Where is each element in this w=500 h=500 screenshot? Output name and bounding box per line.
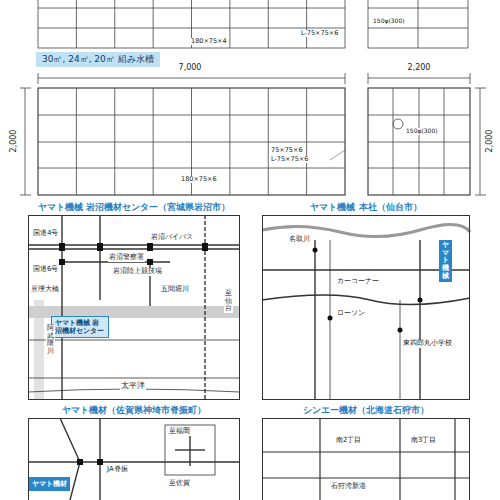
map-label: 至福岡 bbox=[168, 428, 191, 436]
map-label: 国道6号 bbox=[32, 266, 59, 274]
dimension-label: 2,000 bbox=[10, 129, 19, 154]
dimension-label: 2,000 bbox=[486, 129, 495, 154]
title-band: 30㎥, 24㎥, 20㎥ 組み水槽 bbox=[36, 52, 160, 67]
dimension-label: 180×75×4 bbox=[190, 38, 228, 45]
dimension-label: 150φ(300) bbox=[372, 18, 406, 25]
dimension-label: 2,200 bbox=[407, 64, 432, 73]
map-label: 名取川 bbox=[288, 236, 311, 244]
map-label: 太平洋 bbox=[120, 382, 146, 391]
map-label: 五間堀川 bbox=[160, 286, 190, 294]
map-label: 岩沼バイパス bbox=[150, 234, 194, 242]
map-label: 南2丁目 bbox=[335, 437, 362, 445]
map-label: 岩沼陸上競技場 bbox=[112, 268, 163, 276]
site-marker: ヤマト機械 bbox=[439, 240, 452, 282]
map-frame: ヤマト機械 岩沼機材センター（宮城県岩沼市）ヤマト機械 岩沼機材センター bbox=[28, 215, 240, 400]
dimension-label: 180×75×6 bbox=[180, 176, 218, 183]
dimension-label: 7,000 bbox=[178, 64, 203, 73]
map-title: シンエー機材（北海道石狩市） bbox=[303, 404, 429, 419]
site-marker: ヤマト機材 bbox=[29, 477, 70, 491]
dimension-label: L-75×75×6 bbox=[300, 30, 339, 37]
map-title: ヤマト機材（佐賀県神埼市脊振町） bbox=[62, 404, 206, 419]
node-text: ヤマト機械 岩沼機材センター bbox=[55, 319, 104, 335]
node-text: 30㎥, 24㎥, 20㎥ 組み水槽 bbox=[42, 54, 154, 64]
map-label: 国道4号 bbox=[32, 230, 59, 238]
map-label: JA脊振 bbox=[106, 466, 129, 474]
node-text: ヤマト機材 bbox=[32, 480, 67, 488]
map-title: ヤマト機械 岩沼機材センター（宮城県岩沼市） bbox=[38, 201, 230, 216]
site-marker: ヤマト機械 岩沼機材センター bbox=[51, 316, 109, 338]
map-label: ローソン bbox=[336, 310, 366, 318]
map-label: 岩沼警察署 bbox=[108, 254, 145, 262]
map-label: 東四郎丸小学校 bbox=[402, 340, 453, 348]
map-label: カーコーナー bbox=[336, 278, 380, 286]
map-label: 至佐賀 bbox=[168, 480, 191, 488]
map-label: 至仙台 bbox=[224, 290, 233, 313]
dimension-label: 150φ(300) bbox=[405, 128, 439, 135]
map-label: 南3丁目 bbox=[410, 437, 437, 445]
dimension-label: 75×75×6 bbox=[270, 147, 304, 154]
map-label: 亘理大橋 bbox=[30, 286, 60, 294]
map-label: 石狩湾新港 bbox=[330, 483, 367, 491]
map-label: 阿武隈川 bbox=[46, 325, 55, 356]
node-text: ヤマト機械 bbox=[442, 242, 449, 280]
map-title: ヤマト機械 本社（仙台市） bbox=[310, 201, 421, 216]
map-frame: ヤマト機材（佐賀県神埼市脊振町）ヤマト機材 bbox=[28, 418, 240, 500]
dimension-label: L-75×75×6 bbox=[270, 156, 309, 163]
